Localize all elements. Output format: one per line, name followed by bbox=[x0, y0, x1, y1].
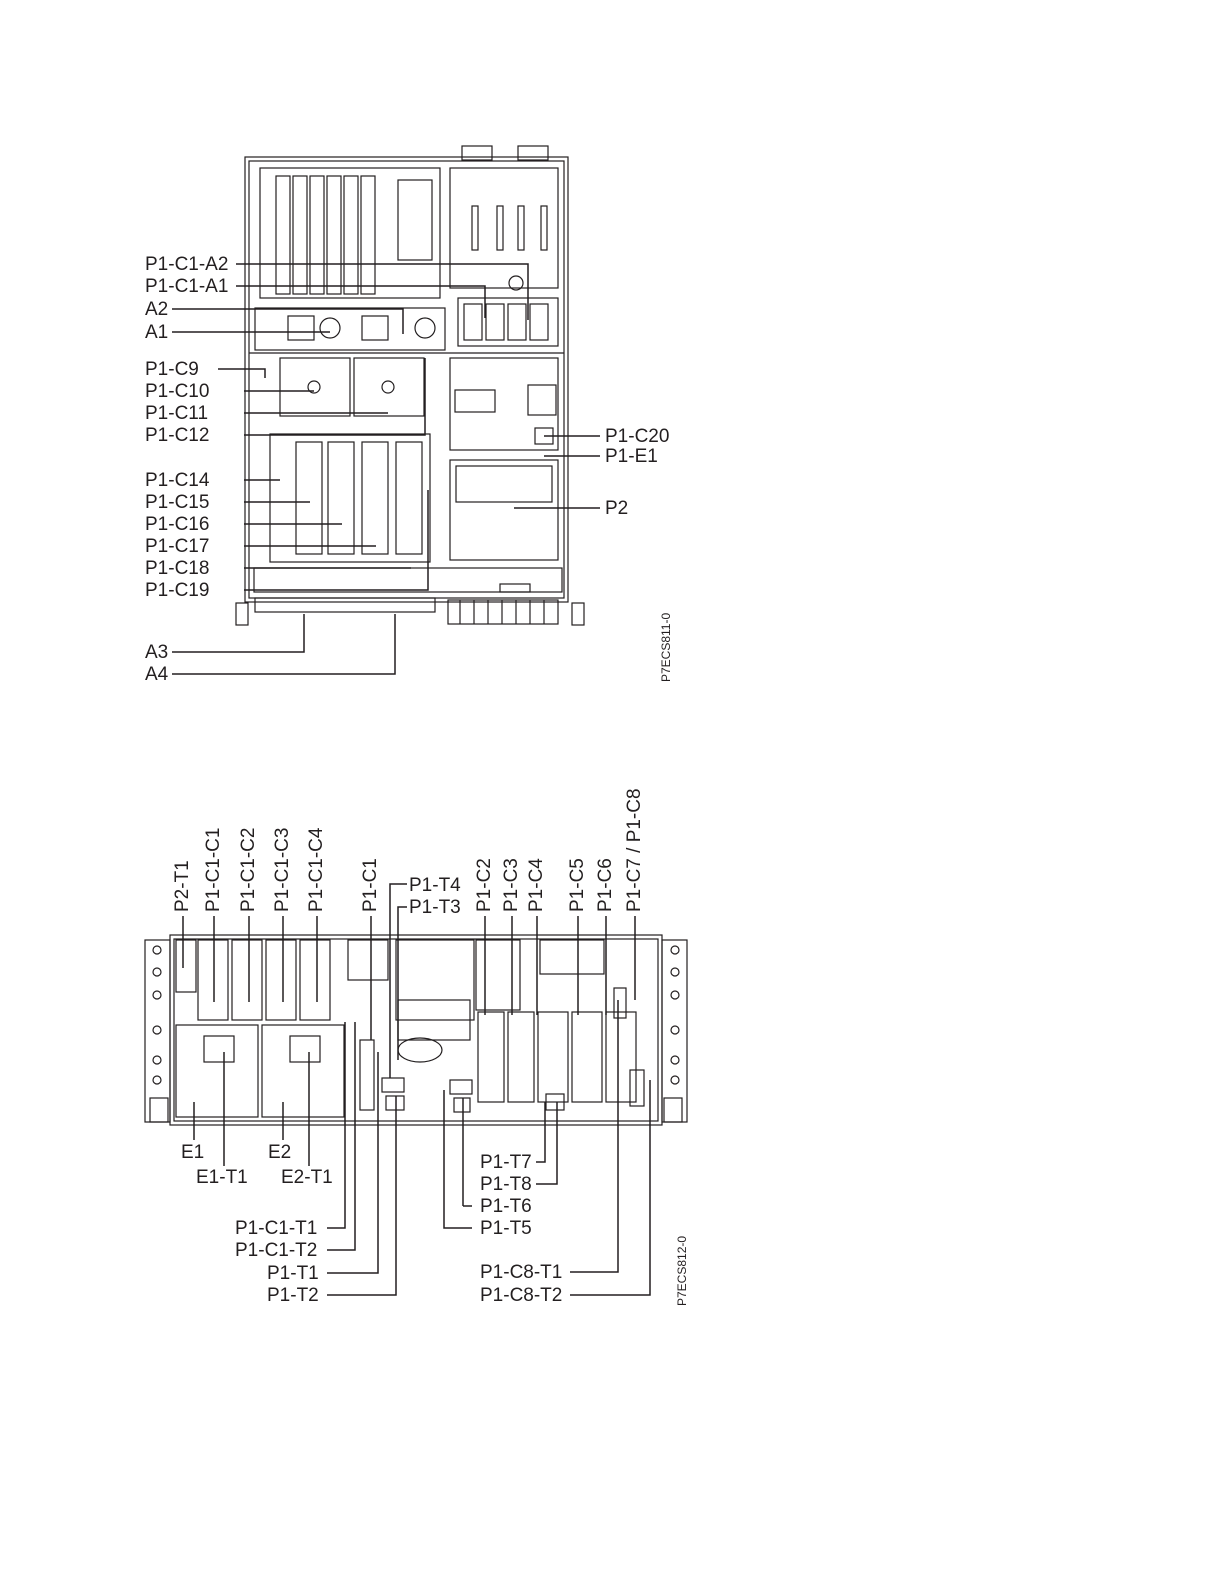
label-p1-c19: P1-C19 bbox=[145, 580, 210, 601]
label-e1: E1 bbox=[181, 1142, 205, 1163]
label-p1-c1: P1-C1 bbox=[360, 858, 381, 912]
label-p1-c11: P1-C11 bbox=[145, 403, 209, 424]
label-p2: P2 bbox=[605, 498, 629, 519]
label-p1-t3: P1-T3 bbox=[409, 897, 461, 918]
label-p1-c1-c3: P1-C1-C3 bbox=[272, 827, 293, 912]
label-p1-t6: P1-T6 bbox=[480, 1196, 532, 1217]
label-p1-c3: P1-C3 bbox=[501, 858, 522, 912]
label-p1-t1: P1-T1 bbox=[267, 1263, 319, 1284]
label-p1-c6: P1-C6 bbox=[595, 858, 616, 912]
label-a2: A2 bbox=[145, 299, 169, 320]
label-a3: A3 bbox=[145, 642, 169, 663]
label-p1-c1-a1: P1-C1-A1 bbox=[145, 276, 229, 297]
label-p1-c16: P1-C16 bbox=[145, 514, 210, 535]
label-p1-c5: P1-C5 bbox=[567, 858, 588, 912]
label-p1-c1-c1: P1-C1-C1 bbox=[203, 827, 224, 912]
label-p2-t1: P2-T1 bbox=[172, 860, 193, 912]
label-p1-c1-c2: P1-C1-C2 bbox=[238, 827, 259, 912]
label-p1-c12: P1-C12 bbox=[145, 425, 210, 446]
label-e2: E2 bbox=[268, 1142, 292, 1163]
label-p1-e1: P1-E1 bbox=[605, 446, 658, 467]
label-p1-c17: P1-C17 bbox=[145, 536, 210, 557]
label-p1-t4: P1-T4 bbox=[409, 875, 461, 896]
label-e2-t1: E2-T1 bbox=[281, 1167, 333, 1188]
label-p1-c1-c4: P1-C1-C4 bbox=[306, 827, 327, 912]
label-p1-c20: P1-C20 bbox=[605, 426, 670, 447]
figure-id-top: P7ECS811-0 bbox=[659, 612, 673, 682]
label-p1-t7: P1-T7 bbox=[480, 1152, 532, 1173]
label-e1-t1: E1-T1 bbox=[196, 1167, 248, 1188]
label-p1-c14: P1-C14 bbox=[145, 470, 210, 491]
label-p1-t2: P1-T2 bbox=[267, 1285, 319, 1306]
label-p1-c4: P1-C4 bbox=[526, 858, 547, 912]
label-a1: A1 bbox=[145, 322, 169, 343]
label-p1-c1-t1: P1-C1-T1 bbox=[235, 1218, 318, 1239]
label-p1-c15: P1-C15 bbox=[145, 492, 210, 513]
label-p1-c1-t2: P1-C1-T2 bbox=[235, 1240, 318, 1261]
label-p1-c8-t2: P1-C8-T2 bbox=[480, 1285, 563, 1306]
label-p1-c1-a2: P1-C1-A2 bbox=[145, 254, 229, 275]
label-p1-t8: P1-T8 bbox=[480, 1174, 532, 1195]
label-p1-c2: P1-C2 bbox=[474, 858, 495, 912]
label-a4: A4 bbox=[145, 664, 169, 685]
figure-id-rear: P7ECS812-0 bbox=[675, 1235, 689, 1306]
label-p1-c7-p1-c8: P1-C7 / P1-C8 bbox=[624, 788, 645, 912]
label-p1-c18: P1-C18 bbox=[145, 558, 210, 579]
label-p1-c9: P1-C9 bbox=[145, 359, 199, 380]
label-p1-t5: P1-T5 bbox=[480, 1218, 532, 1239]
label-p1-c10: P1-C10 bbox=[145, 381, 210, 402]
label-p1-c8-t1: P1-C8-T1 bbox=[480, 1262, 563, 1283]
